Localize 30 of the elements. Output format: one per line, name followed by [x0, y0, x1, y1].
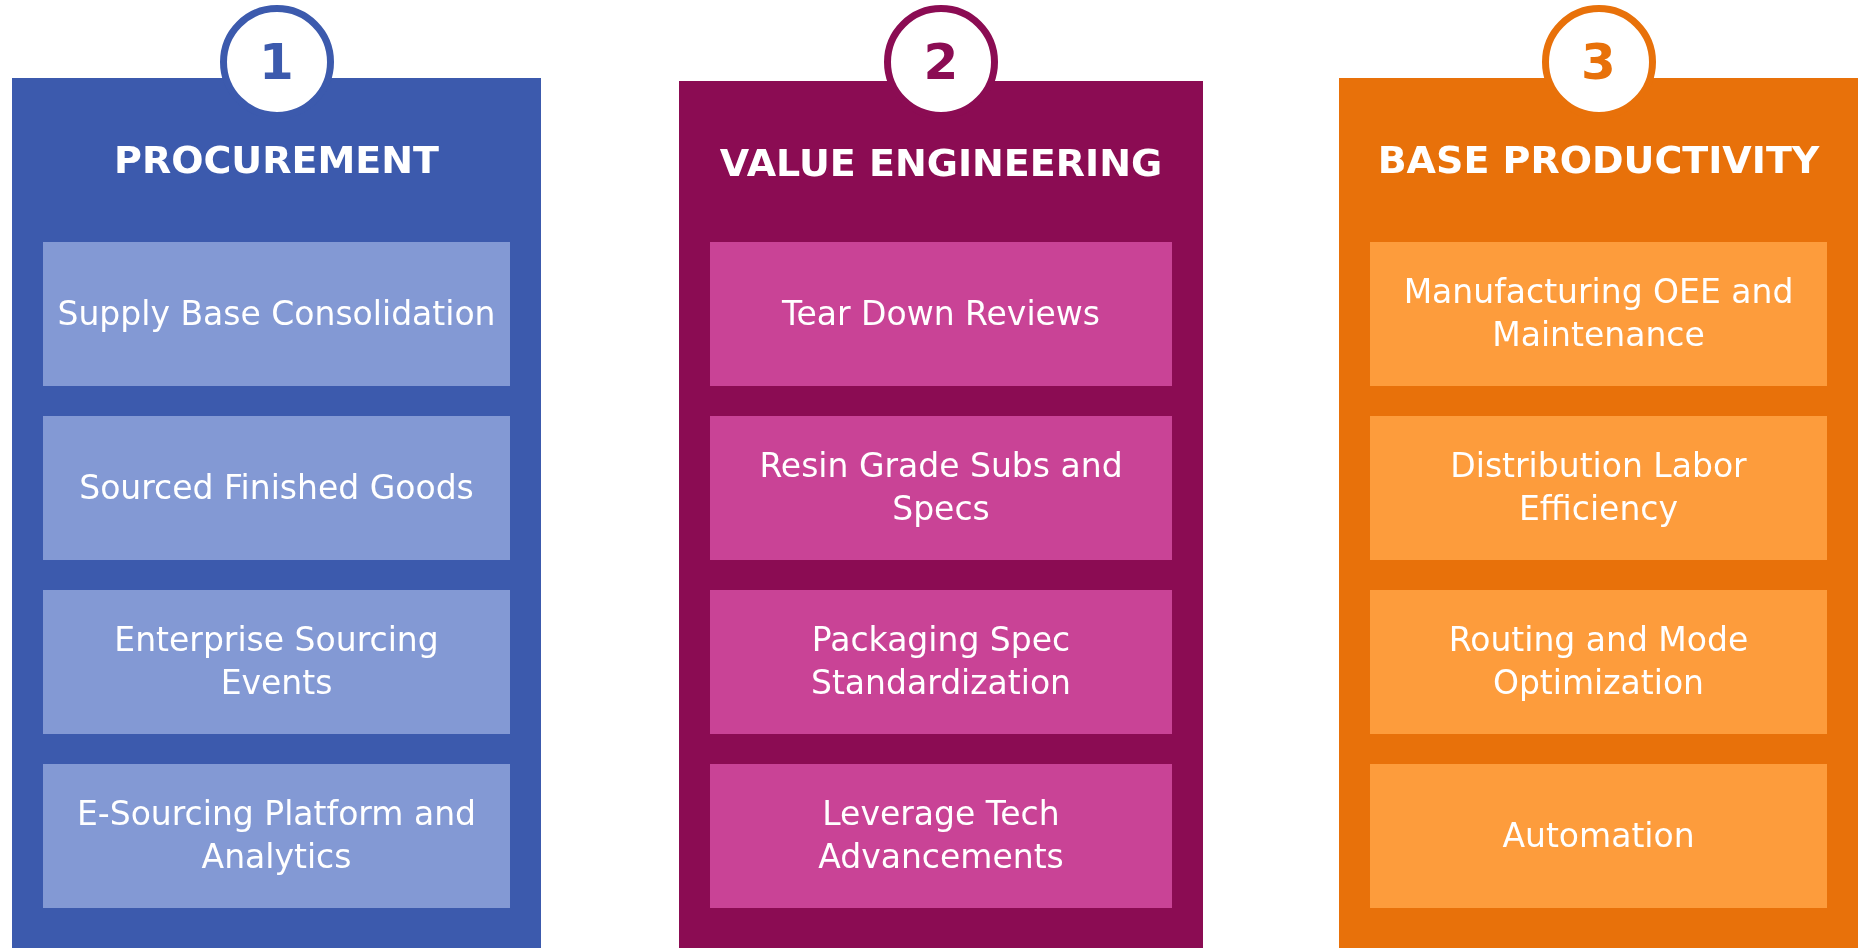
- item-text: Automation: [1502, 814, 1695, 857]
- item-text: Packaging Spec Standardization: [809, 619, 1073, 704]
- item-text: Tear Down Reviews: [781, 292, 1101, 335]
- item-text: Enterprise Sourcing Events: [113, 619, 440, 704]
- item-box: [1370, 242, 1827, 386]
- item-box: [710, 416, 1172, 560]
- item-text: Sourced Finished Goods: [79, 466, 474, 509]
- column-heading: VALUE ENGINEERING: [718, 141, 1164, 185]
- column-panel: [1339, 78, 1858, 948]
- item-box: [43, 590, 510, 734]
- item-text: Leverage Tech Advancements: [817, 793, 1065, 878]
- item-text: E-Sourcing Platform and Analytics: [75, 793, 478, 878]
- item-box: [710, 764, 1172, 908]
- item-box: [710, 590, 1172, 734]
- column-heading: BASE PRODUCTIVITY: [1376, 138, 1821, 182]
- item-text: Supply Base Consolidation: [57, 292, 496, 335]
- item-box: [1370, 590, 1827, 734]
- item-text: Resin Grade Subs and Specs: [758, 445, 1124, 530]
- item-text: Routing and Mode Optimization: [1447, 619, 1750, 704]
- item-text: Manufacturing OEE and Maintenance: [1402, 271, 1795, 356]
- item-box: [1370, 416, 1827, 560]
- item-box: [43, 764, 510, 908]
- item-box: [43, 242, 510, 386]
- column-heading: PROCUREMENT: [113, 138, 440, 182]
- item-box: [1370, 764, 1827, 908]
- item-text: Distribution Labor Efficiency: [1449, 445, 1748, 530]
- item-box: [710, 242, 1172, 386]
- item-box: [43, 416, 510, 560]
- column-panel: [12, 78, 541, 948]
- column-panel: [679, 81, 1203, 948]
